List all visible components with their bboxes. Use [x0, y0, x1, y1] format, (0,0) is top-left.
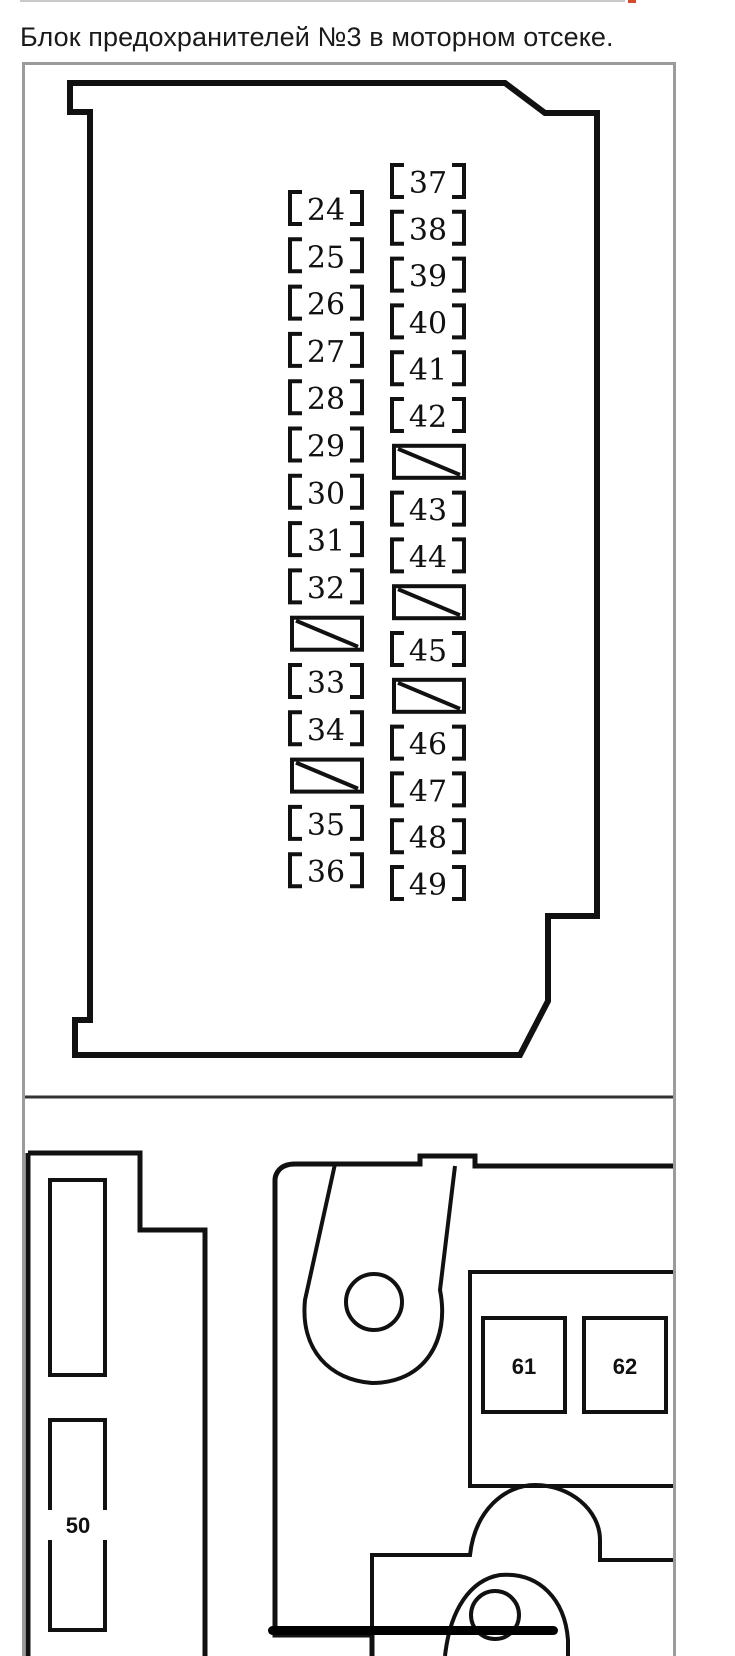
fuse-label: 49: [409, 868, 447, 903]
fuse-label: 43: [409, 494, 447, 529]
fuse-label: 36: [307, 855, 345, 890]
empty-slot: [290, 615, 364, 652]
empty-slot: [290, 757, 364, 794]
fuse-label: 37: [409, 166, 447, 201]
empty-slot: [392, 584, 466, 621]
fuse-50-label: 50: [66, 1513, 90, 1538]
fuse-slot: 37: [390, 163, 466, 201]
bolt-bracket-lower: [370, 1482, 673, 1656]
fuse-slot: 34: [288, 710, 364, 748]
fuse-label: 31: [307, 524, 345, 559]
caption: Блок предохранителей №3 в моторном отсек…: [20, 22, 614, 52]
bolt-bracket-lower-side: [443, 1572, 570, 1656]
fuse-slot: 46: [390, 724, 466, 763]
fuse-slot: 45: [390, 631, 466, 669]
fuse-slot: 27: [288, 331, 364, 370]
lower-right-block-outline: [272, 1153, 673, 1656]
lower-left-slot: [48, 1178, 107, 1377]
fuse-label: 39: [409, 260, 447, 295]
fuse-label: 26: [307, 288, 345, 323]
fuse-slot: 24: [288, 190, 364, 228]
fuse-slot: 43: [390, 490, 466, 529]
fuse-slot: 26: [288, 284, 364, 323]
relay-housing: [468, 1270, 673, 1488]
fuse-slot: 32: [288, 568, 364, 606]
empty-slot: [392, 443, 466, 480]
fuse-slot: 35: [288, 804, 364, 843]
fuse-label: 29: [307, 430, 345, 465]
fuse-slot: 40: [390, 303, 466, 341]
upper-fuse-block-outline: [67, 80, 600, 1058]
fuse-slot: 42: [390, 397, 466, 435]
fuse-label: 35: [307, 808, 345, 843]
fuse-label: 47: [409, 774, 447, 809]
empty-slot: [392, 677, 466, 714]
bolt-bracket-upper: [302, 1163, 457, 1386]
bolt-hole-lower: [469, 1589, 521, 1641]
bolt-hole-upper: [344, 1272, 404, 1332]
fuse-label: 45: [409, 634, 447, 669]
home-indicator[interactable]: [268, 1626, 558, 1635]
fuse-label: 40: [409, 306, 447, 341]
fuse-label: 48: [409, 821, 447, 856]
fuse-label: 30: [307, 477, 345, 512]
fuse-slot: 25: [288, 237, 364, 275]
fuse-slot: 44: [390, 537, 466, 575]
fuse-label: 25: [307, 240, 345, 275]
fuse-slot: 41: [390, 350, 466, 388]
fuse-label: 28: [307, 382, 345, 417]
top-divider: [20, 0, 625, 2]
relay-61-label: 61: [512, 1354, 536, 1379]
fuse-slot: 30: [288, 473, 364, 512]
fuse-slot: 31: [288, 521, 364, 559]
fuse-label: 27: [307, 335, 345, 370]
fuse-label: 44: [409, 540, 447, 575]
fuse-slot: 28: [288, 379, 364, 417]
fuse-label: 42: [409, 400, 447, 435]
fuse-slot: 29: [288, 426, 364, 465]
relay-62: [582, 1316, 668, 1414]
link-underline-mark: [628, 0, 636, 3]
fuse-label: 33: [307, 666, 345, 701]
relay-61: [481, 1316, 567, 1414]
fuse-slot: 36: [288, 852, 364, 890]
fuse-slot: 38: [390, 209, 466, 248]
fuse-slot: 49: [390, 865, 466, 903]
fuse-slot: 39: [390, 256, 466, 295]
fuse-label: 38: [409, 213, 447, 248]
fuse-slot: 33: [288, 663, 364, 701]
fuse-slot: 48: [390, 818, 466, 856]
fuse-label: 34: [307, 713, 345, 748]
fuse-slot: 47: [390, 771, 466, 809]
right-fuse-column: 37 38 39 40 41 42 43 44 45 46 47 48 49: [390, 163, 466, 903]
fuse-label: 32: [307, 571, 345, 606]
fuse-label: 46: [409, 728, 447, 763]
relay-62-label: 62: [613, 1354, 637, 1379]
left-fuse-column: 24 25 26 27 28 29 30 31 32 33 34 35 36: [288, 190, 364, 890]
fuse-label: 24: [307, 193, 345, 228]
fuse-label: 41: [409, 353, 447, 388]
lower-left-block-outline: [25, 1150, 208, 1656]
